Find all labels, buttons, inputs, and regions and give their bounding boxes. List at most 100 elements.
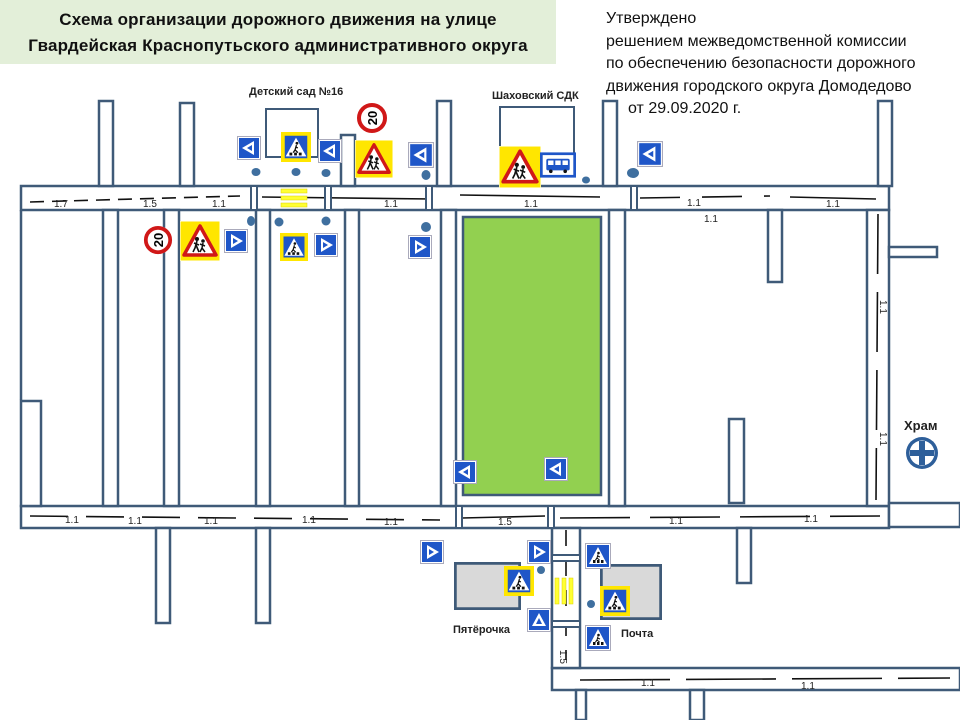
one-way-arrow-up-icon bbox=[527, 608, 551, 632]
road-east-vertical bbox=[865, 208, 891, 508]
one-way-arrow-right-icon bbox=[314, 233, 338, 257]
crosswalk-south-stripe-2 bbox=[561, 577, 567, 605]
sign-pole-dot bbox=[247, 216, 255, 226]
marking-label: 1.1 bbox=[65, 515, 79, 526]
street-north-6 bbox=[339, 133, 357, 188]
sign-pole-dot bbox=[274, 217, 284, 227]
speed-limit-sign-west: 20 bbox=[143, 225, 173, 255]
street-north-5 bbox=[876, 99, 894, 188]
one-way-arrow-left-icon bbox=[237, 136, 261, 160]
map-title-line-2: Гвардейская Краснопутьского администрати… bbox=[28, 36, 528, 55]
post-bar-3 bbox=[425, 185, 433, 211]
sign-pole-dot bbox=[291, 168, 301, 176]
marking-label: 1.1 bbox=[877, 300, 888, 314]
street-north-4 bbox=[601, 99, 619, 188]
svg-text:20: 20 bbox=[365, 111, 380, 125]
approval-line-4: движения городского округа Домодедово bbox=[606, 77, 912, 95]
road-markings bbox=[29, 194, 951, 681]
marking-label: 1.7 bbox=[54, 199, 68, 210]
street-v4 bbox=[343, 208, 361, 508]
marking-label: 1.1 bbox=[641, 678, 655, 689]
marking-label: 1.5 bbox=[498, 517, 512, 528]
marking-label: 1.1 bbox=[302, 515, 316, 526]
street-north-1 bbox=[97, 99, 115, 188]
post-bar-6 bbox=[547, 505, 555, 529]
approval-note: Утверждено решением межведомственной ком… bbox=[606, 8, 916, 121]
one-way-arrow-right-icon bbox=[527, 540, 551, 564]
sign-pole-dot bbox=[587, 600, 595, 608]
post-label: Почта bbox=[621, 628, 654, 640]
kindergarten-label: Детский сад №16 bbox=[249, 86, 344, 98]
sign-pole-dot bbox=[421, 170, 431, 180]
approval-line-2: решением межведомственной комиссии bbox=[606, 32, 907, 50]
street-v7 bbox=[766, 208, 784, 284]
street-north-2 bbox=[178, 101, 196, 188]
approval-line-1: Утверждено bbox=[606, 10, 697, 27]
children-warning-icon bbox=[499, 146, 541, 188]
post-bar-8 bbox=[551, 620, 581, 628]
road-east-spur bbox=[887, 245, 939, 259]
post-bar-5 bbox=[455, 505, 463, 529]
road-southeast-spur bbox=[887, 501, 960, 529]
kindergarten-fence bbox=[340, 134, 355, 186]
street-south-2 bbox=[254, 526, 272, 625]
pedestrian-crossing-icon bbox=[585, 625, 611, 651]
title-box: Схема организации дорожного движения на … bbox=[0, 0, 556, 64]
west-stub bbox=[19, 399, 43, 508]
marking-label: 1.5 bbox=[557, 650, 568, 664]
pedestrian-crossing-icon bbox=[281, 132, 311, 162]
marking-label: 1.1 bbox=[384, 199, 398, 210]
marking-label: 1.1 bbox=[204, 516, 218, 527]
bus-stop-icon bbox=[540, 152, 576, 178]
street-v6 bbox=[607, 208, 627, 508]
marking-label: 1.1 bbox=[804, 514, 818, 525]
approval-line-3: по обеспечению безопасности дорожного bbox=[606, 55, 916, 72]
crosswalk-north-stripe-2 bbox=[280, 195, 308, 201]
crosswalk-south bbox=[554, 577, 560, 605]
store-label: Пятёрочка bbox=[453, 624, 511, 636]
crosswalk-north-stripe-3 bbox=[280, 202, 308, 208]
marking-label: 1.1 bbox=[877, 432, 888, 446]
culture-house-label: Шаховский СДК bbox=[492, 90, 579, 102]
street-v2 bbox=[162, 208, 181, 508]
street-v1 bbox=[101, 208, 120, 508]
crosswalk-north bbox=[280, 188, 308, 194]
approval-line-5: от 29.09.2020 г. bbox=[628, 100, 742, 117]
marking-label: 1.1 bbox=[801, 681, 815, 692]
post-bar-7 bbox=[551, 554, 581, 562]
crosswalk-south-stripe-3 bbox=[568, 577, 574, 605]
one-way-arrow-right-icon bbox=[224, 229, 248, 253]
marking-label: 1.1 bbox=[212, 199, 226, 210]
children-warning-icon bbox=[355, 140, 393, 178]
children-warning-icon bbox=[180, 221, 220, 261]
marking-label: 1.1 bbox=[524, 199, 538, 210]
marking-label: 1.1 bbox=[669, 516, 683, 527]
sign-pole-dot bbox=[627, 168, 639, 178]
post-bar-2 bbox=[324, 185, 332, 211]
pedestrian-crossing-icon bbox=[585, 543, 611, 569]
pedestrian-crossing-icon bbox=[504, 566, 534, 596]
one-way-arrow-left-icon bbox=[408, 142, 434, 168]
marking-label: 1.1 bbox=[704, 214, 718, 225]
street-south-3 bbox=[735, 526, 753, 585]
post-bar-4 bbox=[630, 185, 638, 211]
marking-label: 1.1 bbox=[826, 199, 840, 210]
street-v3 bbox=[254, 208, 272, 508]
street-v8 bbox=[727, 417, 746, 505]
one-way-arrow-left-icon bbox=[453, 460, 477, 484]
map-title-line-1: Схема организации дорожного движения на … bbox=[59, 10, 497, 29]
street-south-4 bbox=[688, 688, 706, 720]
park-area bbox=[461, 215, 603, 497]
crosswalk-markings bbox=[280, 188, 574, 605]
street-south-1 bbox=[154, 526, 172, 625]
sign-pole-dot bbox=[321, 216, 331, 226]
street-north-3 bbox=[435, 99, 453, 188]
one-way-arrow-left-icon bbox=[544, 457, 568, 481]
marking-label: 1.1 bbox=[687, 198, 701, 209]
speed-limit-sign-north: 20 bbox=[356, 102, 388, 134]
street-south-5 bbox=[574, 688, 588, 720]
one-way-arrow-left-icon bbox=[637, 141, 663, 167]
sign-pole-dot bbox=[251, 168, 261, 176]
temple-icon bbox=[906, 437, 938, 469]
